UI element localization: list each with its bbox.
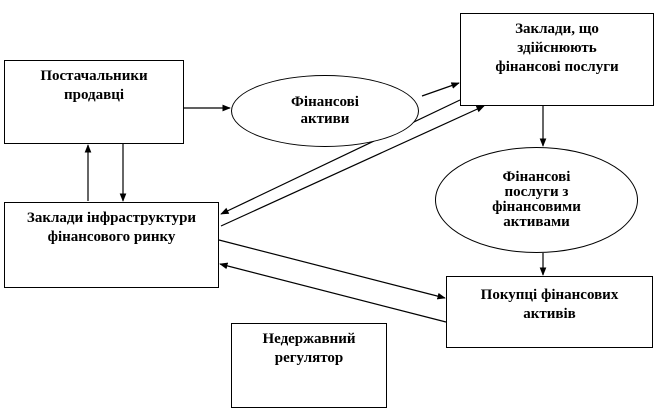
arrow-infrastructure-to-institutions xyxy=(220,105,485,227)
financial-service-institutions-label: Заклади, що здійснюють фінансові послуги xyxy=(495,21,619,75)
financial-service-institutions-box: Заклади, що здійснюють фінансові послуги xyxy=(460,13,654,106)
financial-assets-label: Фінансові активи xyxy=(291,94,359,127)
suppliers-sellers-box: Постачальники продавці xyxy=(4,60,184,144)
suppliers-sellers-label: Постачальники продавці xyxy=(40,68,148,103)
financial-assets-ellipse: Фінансові активи xyxy=(231,75,419,147)
arrow-buyers-to-infrastructure xyxy=(219,262,447,323)
market-infrastructure-label: Заклади інфраструктури фінансового ринку xyxy=(26,210,197,245)
arrow-institutions-to-infrastructure xyxy=(220,99,461,215)
market-infrastructure-box: Заклади інфраструктури фінансового ринку xyxy=(4,202,219,288)
non-state-regulator-label: Недержавний регулятор xyxy=(262,331,356,366)
arrow-assets-to-institutions xyxy=(421,82,460,97)
non-state-regulator-box: Недержавний регулятор xyxy=(231,323,387,408)
asset-buyers-label: Покупці фінансових активів xyxy=(480,287,619,322)
asset-buyers-box: Покупці фінансових активів xyxy=(446,276,653,348)
financial-services-label: Фінансові послуги з фінансовими активами xyxy=(492,169,581,230)
arrow-infrastructure-to-buyers xyxy=(218,239,446,300)
financial-services-ellipse: Фінансові послуги з фінансовими активами xyxy=(435,147,638,253)
